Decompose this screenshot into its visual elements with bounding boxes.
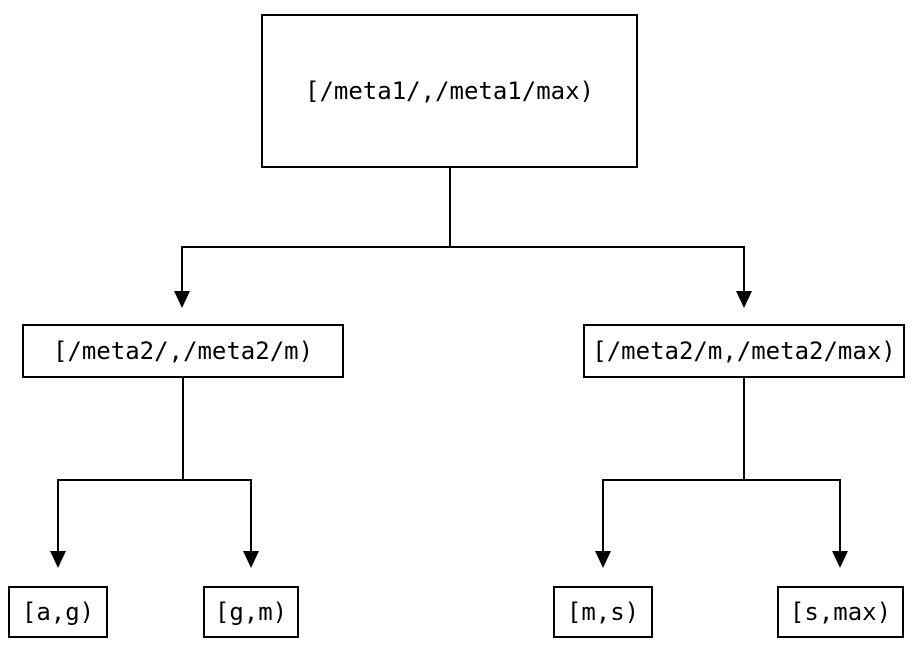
node-label: [g,m) — [214, 598, 288, 626]
node-label: [/meta2/,/meta2/m) — [52, 337, 314, 365]
node-leaf-g-m: [g,m) — [203, 586, 299, 638]
arrowhead-down-icon — [174, 291, 190, 308]
node-leaf-m-s: [m,s) — [553, 586, 653, 638]
node-label: [/meta1/,/meta1/max) — [305, 77, 594, 105]
node-meta2-right-range: [/meta2/m,/meta2/max) — [583, 324, 905, 378]
node-meta2-left-range: [/meta2/,/meta2/m) — [22, 324, 344, 378]
node-label: [s,max) — [789, 598, 892, 626]
arrowhead-down-icon — [243, 551, 259, 568]
node-label: [/meta2/m,/meta2/max) — [592, 337, 896, 365]
arrowhead-down-icon — [595, 551, 611, 568]
node-leaf-s-max: [s,max) — [777, 586, 904, 638]
node-root-range: [/meta1/,/meta1/max) — [261, 14, 638, 168]
arrowhead-down-icon — [50, 551, 66, 568]
arrowhead-down-icon — [832, 551, 848, 568]
node-label: [m,s) — [566, 598, 640, 626]
node-leaf-a-g: [a,g) — [8, 586, 108, 638]
node-label: [a,g) — [21, 598, 95, 626]
arrowhead-down-icon — [736, 291, 752, 308]
